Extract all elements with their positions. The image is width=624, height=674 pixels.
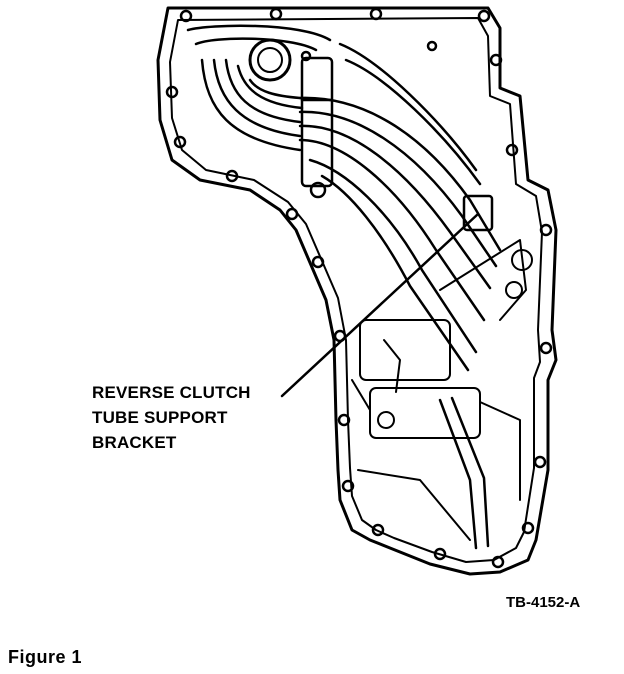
bolt-holes: [165, 7, 553, 569]
callout-label-line-3: BRACKET: [92, 433, 177, 452]
callout-label-line-1: REVERSE CLUTCH: [92, 383, 251, 402]
tube-bracket: [300, 56, 494, 232]
gasket-outline: [169, 17, 543, 563]
housing-outline: [156, 6, 558, 576]
figure-caption: Figure 1: [8, 647, 83, 667]
fluid-tubes: [186, 24, 502, 550]
figure-code: TB-4152-A: [506, 594, 581, 611]
port-cap: [248, 38, 292, 82]
valve-body-details: [351, 239, 533, 541]
callout-label-line-2: TUBE SUPPORT: [92, 408, 228, 427]
callout-leader: [280, 212, 480, 398]
